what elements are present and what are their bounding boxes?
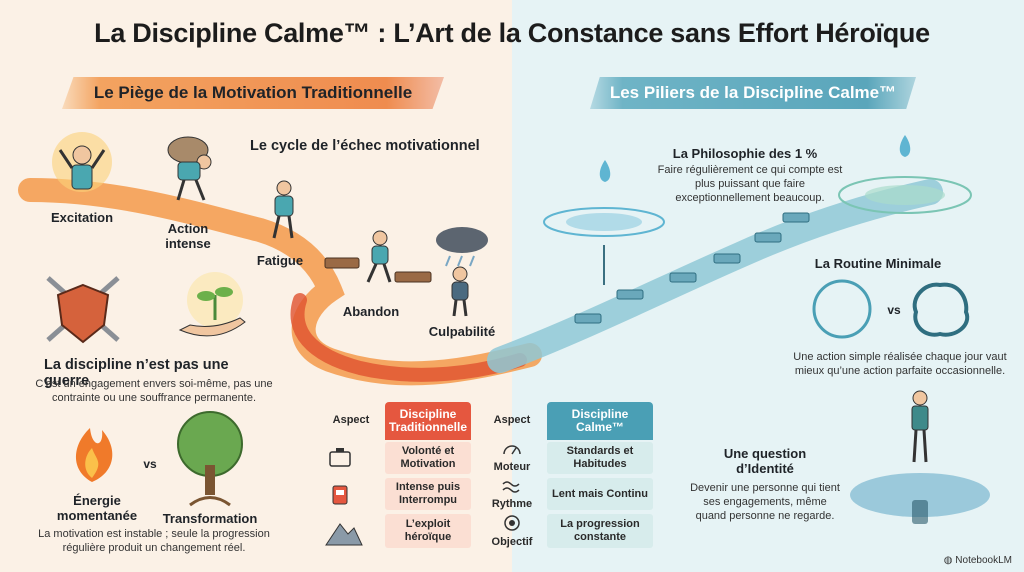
stage-fatigue: Fatigue [256,253,304,268]
engine-icon [329,448,351,467]
guilty-person-icon [451,266,469,317]
notebooklm-logo-icon: ◍ [943,555,956,566]
flame-icon [76,428,113,482]
smooth-circle-icon [812,279,872,339]
cycle-title: Le cycle de l’échec motivationnel [250,138,480,154]
table-cell-aspect-3: Objectif [491,535,533,548]
footer-brand: ◍ NotebookLM [944,555,1012,566]
transformation-label: Transformation [162,511,258,526]
struggling-person-icon [167,136,212,201]
table-header-traditional: Discipline Traditionnelle [385,402,471,440]
tree-icon [177,411,243,507]
stepping-stones [574,212,810,324]
reflection-person-icon [850,390,990,524]
footer-label: NotebookLM [955,555,1012,566]
blue-path [487,179,943,373]
table-cell-aspect-2: Rythme [491,497,533,510]
philosophy-text: Faire régulièrement ce qui compte est pl… [657,164,843,204]
routine-heading: La Routine Minimale [814,256,942,271]
war-heading: La discipline n’est pas une guerre [44,357,229,389]
table-cell-aspect-1: Moteur [493,460,531,473]
identity-heading: Une question d’Identité [723,446,807,476]
table-cell-trad-1: Volonté et Motivation [385,442,471,474]
broken-bridge-icon [324,257,432,283]
war-text: C’est un engagement envers soi-même, pas… [35,378,273,404]
table-header-aspect-1: Aspect [332,413,370,426]
rough-circle-icon [912,282,970,337]
gauge-icon [503,445,521,455]
energy-label: Énergie momentanée [56,493,138,523]
energy-vs: vs [143,457,157,471]
table-header-calm: Discipline Calme™ [547,402,653,440]
page-title: La Discipline Calme™ : L’Art de la Const… [94,18,930,48]
lava-river [290,293,527,382]
tired-person-icon [272,180,294,239]
excited-person-icon [52,132,112,192]
stage-excitation: Excitation [50,210,114,225]
routine-text: Une action simple réalisée chaque jour v… [793,351,1007,377]
mountain-icon [325,523,363,546]
wave-icon [502,481,520,493]
identity-text: Devenir une personne qui tient ses engag… [690,482,840,522]
table-cell-calm-3: La progression constante [547,514,653,548]
table-cell-calm-1: Standards et Habitudes [547,442,653,474]
energy-text: La motivation est instable ; seule la pr… [38,528,270,554]
abandon-person-icon [366,230,392,283]
stage-abandon: Abandon [342,304,400,319]
left-banner: Le Piège de la Motivation Traditionnelle [62,77,444,109]
right-banner: Les Piliers de la Discipline Calme™ [590,77,916,109]
rain-cloud-icon [436,227,488,267]
water-drop-icon [543,160,665,285]
table-header-aspect-2: Aspect [493,413,531,426]
philosophy-heading: La Philosophie des 1 % [672,146,818,161]
hand-sprout-icon [178,272,246,337]
water-ripple-icon [838,135,972,214]
stage-action: Action intense [165,221,211,251]
table-cell-trad-2: Intense puis Interrompu [385,478,471,510]
fuel-pump-icon [332,485,348,505]
routine-vs: vs [887,303,901,317]
table-cell-trad-3: L’exploit héroïque [385,514,471,548]
table-cell-calm-2: Lent mais Continu [547,478,653,510]
target-icon [504,515,520,531]
shield-swords-icon [46,276,120,344]
stage-culpabilite: Culpabilité [428,324,496,339]
